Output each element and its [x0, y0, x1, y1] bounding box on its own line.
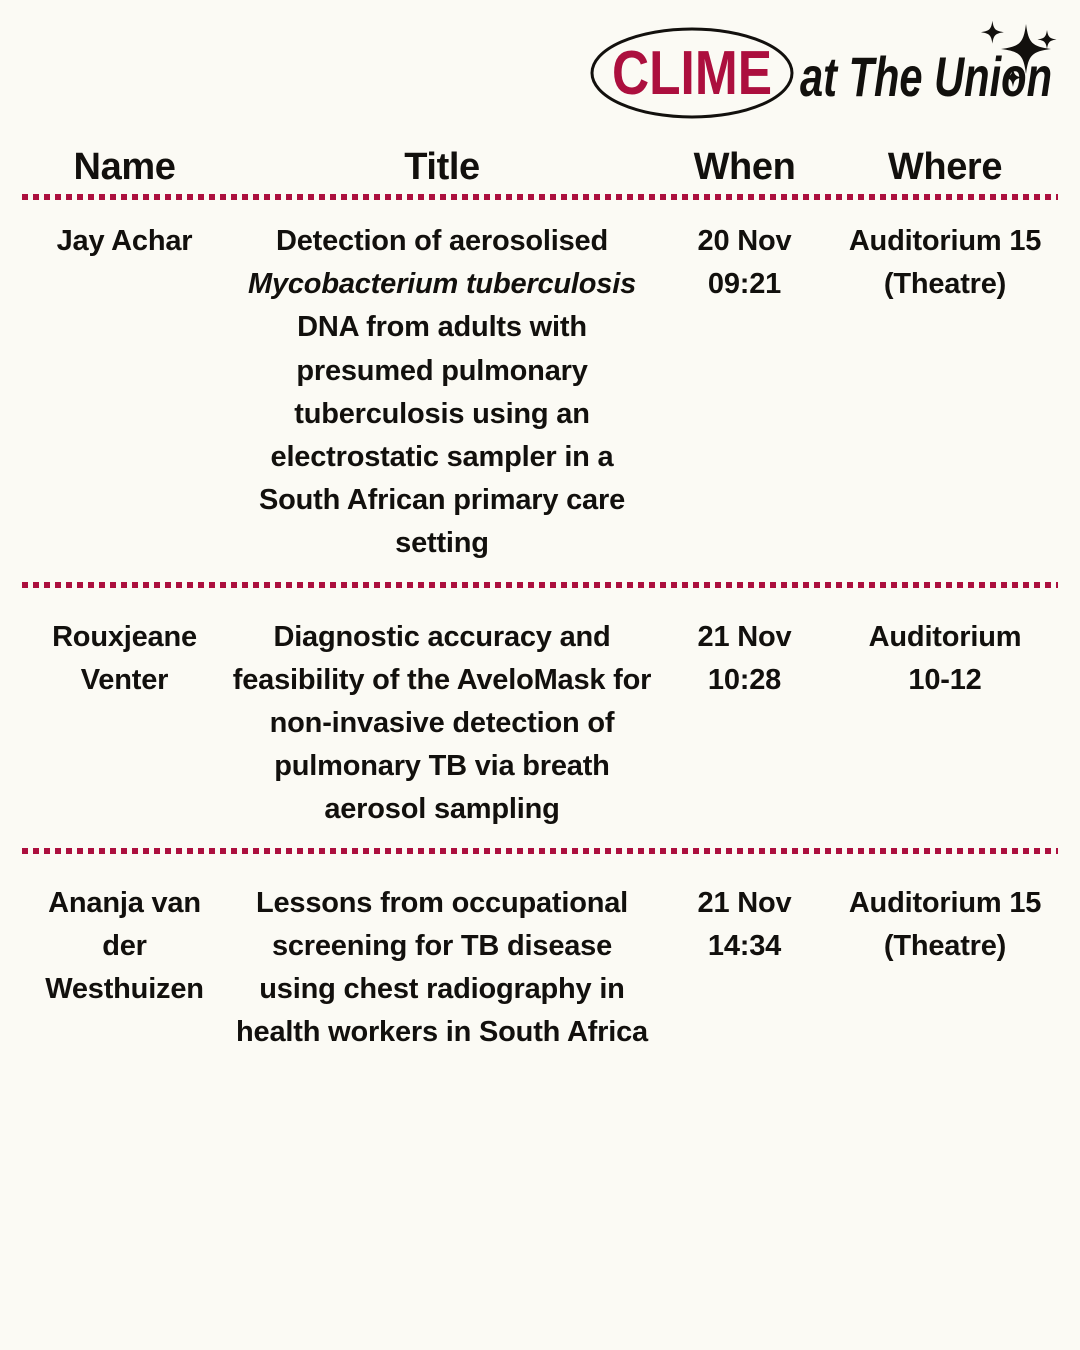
row-divider	[22, 847, 1058, 854]
row-where-line1: Auditorium 15	[848, 224, 1042, 257]
table-row: Rouxjeane Venter Diagnostic accuracy and…	[22, 588, 1058, 854]
sparkle-icon	[981, 20, 1057, 87]
logo-clime-text: CLIME	[612, 39, 772, 108]
table-row: Ananja van der Westhuizen Lessons from o…	[22, 854, 1058, 1071]
row-where-line2: 10-12	[908, 663, 982, 696]
row-when: 20 Nov 09:21	[657, 220, 832, 306]
row-where-line1: Auditorium	[868, 620, 1022, 653]
row-name: Ananja van der Westhuizen	[45, 886, 204, 1005]
row-title: Detection of aerosolised Mycobacterium t…	[227, 220, 657, 566]
logo-ellipse	[590, 27, 794, 119]
row-divider	[22, 581, 1058, 588]
row-when-date: 21 Nov	[697, 620, 792, 653]
clime-at-the-union-logo: CLIME at The Union	[590, 20, 1057, 119]
schedule-table: Name Title When Where Jay Achar Detectio…	[22, 146, 1058, 1071]
row-name: Rouxjeane Venter	[52, 620, 197, 696]
row-where-line2: (Theatre)	[883, 929, 1007, 962]
row-where-line2: (Theatre)	[883, 268, 1007, 301]
row-title-pre: Lessons from occupational screening for …	[236, 886, 648, 1049]
row-when-date: 20 Nov	[697, 224, 792, 257]
table-header-row: Name Title When Where	[22, 146, 1058, 194]
row-title-post: DNA from adults with presumed pulmonary …	[258, 311, 625, 560]
brand-logo: CLIME at The Union	[588, 18, 1058, 122]
column-header-when: When	[693, 146, 796, 188]
row-where: Auditorium 15 (Theatre)	[832, 882, 1058, 968]
row-when-time: 14:34	[707, 929, 782, 962]
table-row: Jay Achar Detection of aerosolised Mycob…	[22, 200, 1058, 588]
row-when-time: 10:28	[707, 663, 782, 696]
row-name: Jay Achar	[56, 224, 193, 257]
row-when-time: 09:21	[707, 268, 782, 301]
row-when: 21 Nov 10:28	[657, 616, 832, 702]
row-where-line1: Auditorium 15	[848, 886, 1042, 919]
row-title: Diagnostic accuracy and feasibility of t…	[227, 616, 657, 832]
row-title-pre: Diagnostic accuracy and feasibility of t…	[232, 620, 652, 826]
header-divider	[22, 193, 1058, 200]
column-header-where: Where	[887, 146, 1003, 188]
row-when-date: 21 Nov	[697, 886, 792, 919]
row-title: Lessons from occupational screening for …	[227, 882, 657, 1055]
row-where: Auditorium 10-12	[832, 616, 1058, 702]
column-header-title: Title	[404, 146, 480, 188]
column-header-name: Name	[73, 146, 176, 188]
row-title-pre: Detection of aerosolised	[276, 224, 608, 257]
row-where: Auditorium 15 (Theatre)	[832, 220, 1058, 306]
row-title-species: Mycobacterium tuberculosis	[247, 268, 636, 301]
row-when: 21 Nov 14:34	[657, 882, 832, 968]
